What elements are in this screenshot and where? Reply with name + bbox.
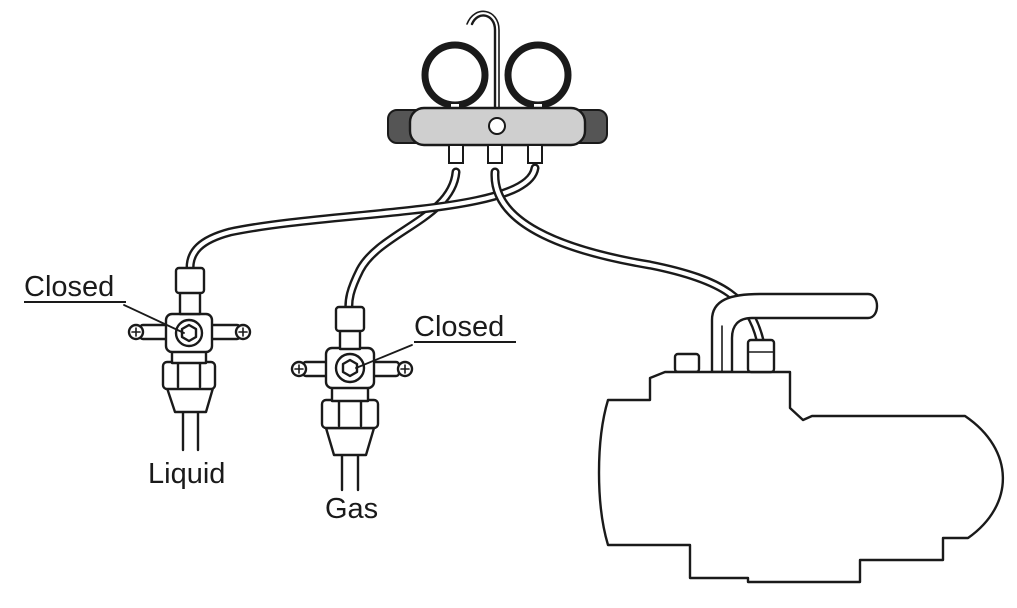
gas-closed-leader xyxy=(355,344,413,369)
low-pressure-gauge xyxy=(421,41,489,109)
hose-gas xyxy=(344,167,461,317)
liquid-closed-leader xyxy=(123,304,185,334)
gauge-manifold xyxy=(387,10,608,164)
port-high xyxy=(527,144,543,164)
gas-closed-label: Closed xyxy=(414,311,504,343)
hose-liquid xyxy=(185,163,540,273)
hanger-hook xyxy=(470,14,497,112)
charging-hoses xyxy=(185,163,765,345)
liquid-service-valve xyxy=(123,266,252,452)
labels: Closed Closed Liquid Gas xyxy=(24,271,516,525)
pump-inlet xyxy=(746,338,776,374)
liquid-label: Liquid xyxy=(148,458,225,490)
gas-service-valve xyxy=(290,305,414,492)
gas-label: Gas xyxy=(325,493,378,525)
sight-glass xyxy=(488,117,506,135)
vacuum-pump xyxy=(597,292,1005,584)
pump-cap xyxy=(673,352,701,374)
port-low xyxy=(448,144,464,164)
port-center xyxy=(487,144,503,164)
pump-handle xyxy=(710,292,879,374)
liquid-closed-label: Closed xyxy=(24,271,114,303)
pump-body xyxy=(597,370,1005,584)
high-pressure-gauge xyxy=(504,41,572,109)
